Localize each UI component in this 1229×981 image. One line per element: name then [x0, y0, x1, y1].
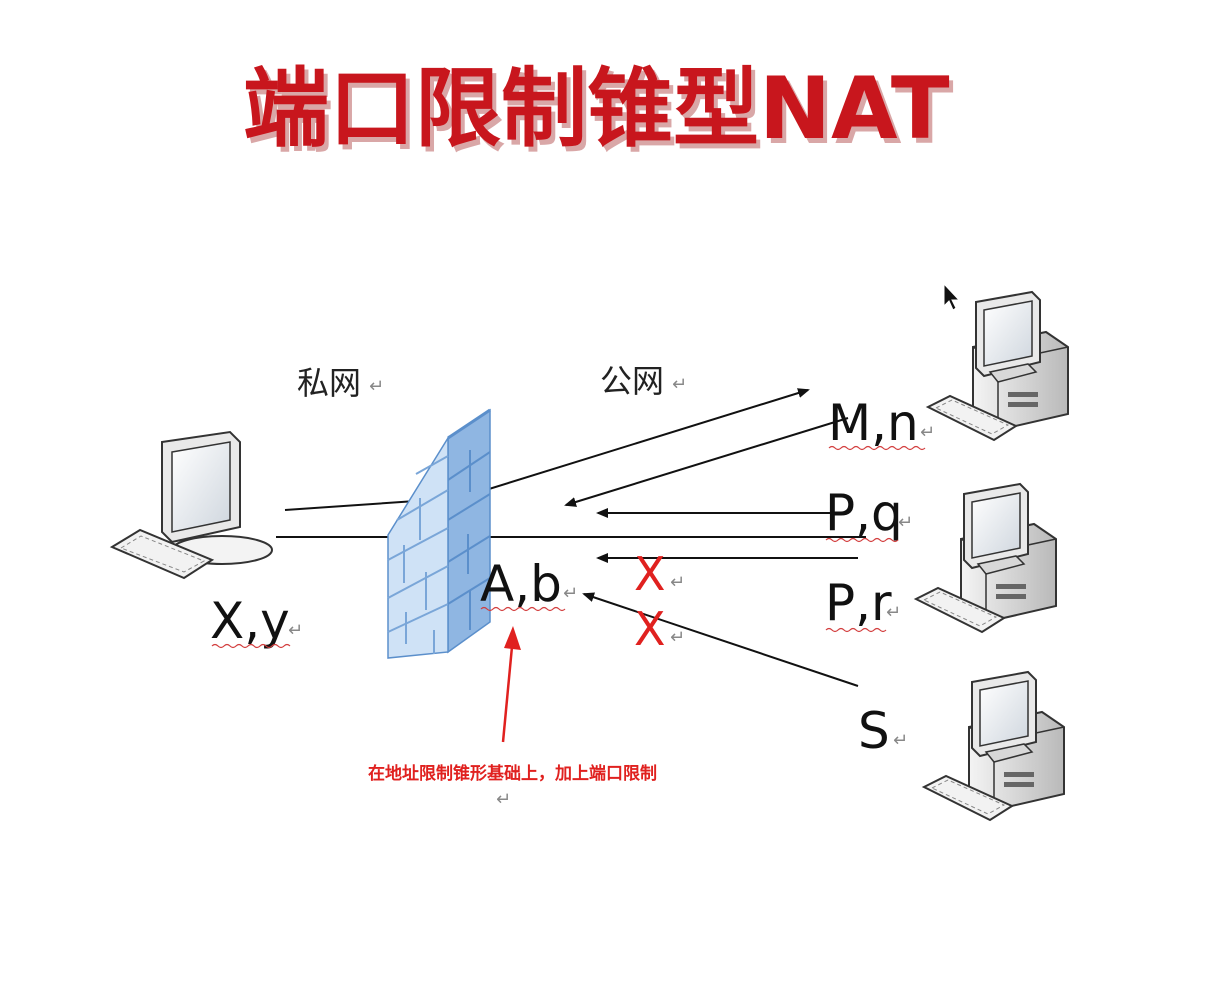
- host-m-computer-icon: [927, 291, 1069, 441]
- spellcheck-underline: [211, 643, 291, 649]
- annotation-arrow-head: [504, 626, 521, 650]
- blocked-mark-s: X: [634, 602, 666, 656]
- paragraph-mark: ↵: [920, 422, 935, 443]
- annotation-arrow: [501, 635, 515, 743]
- private-zone-label-group: 私网 ↵: [297, 364, 384, 402]
- host-m-label-group: M,n ↵: [828, 394, 935, 452]
- private-zone-label: 私网: [297, 364, 361, 402]
- host-s-label: S: [858, 702, 890, 760]
- outbound-arrow-to-m: [284, 388, 810, 511]
- blocked-mark-s-group: X ↵: [634, 602, 685, 656]
- page-title: 端口限制锥型NAT: [243, 59, 950, 159]
- paragraph-mark: ↵: [893, 730, 908, 751]
- blocked-mark-pr-group: X ↵: [634, 547, 685, 601]
- paragraph-mark: ↵: [670, 627, 685, 648]
- annotation-text: 在地址限制锥形基础上，加上端口限制: [368, 763, 657, 784]
- firewall-icon: [387, 408, 491, 659]
- paragraph-mark: ↵: [369, 376, 384, 397]
- paragraph-mark: ↵: [496, 789, 511, 810]
- host-q-label: P,q: [825, 484, 903, 542]
- internal-endpoint-label: X,y: [210, 592, 290, 650]
- paragraph-mark: ↵: [672, 374, 687, 395]
- spellcheck-underline: [825, 627, 887, 633]
- host-s-label-group: S ↵: [858, 702, 908, 760]
- host-m-label: M,n: [828, 394, 919, 452]
- host-r-label-group: P,r ↵: [825, 574, 901, 633]
- public-zone-label-group: 公网 ↵: [600, 362, 687, 400]
- paragraph-mark: ↵: [898, 512, 913, 533]
- nat-endpoint-label-group: A,b ↵: [480, 555, 578, 613]
- host-p-computer-icon: [915, 483, 1057, 633]
- paragraph-mark: ↵: [670, 572, 685, 593]
- host-s-computer-icon: [923, 671, 1065, 821]
- paragraph-mark: ↵: [886, 602, 901, 623]
- mouse-cursor-icon: [943, 282, 961, 311]
- public-zone-label: 公网: [600, 362, 664, 400]
- reply-arrow-from-m: [564, 417, 849, 507]
- host-q-label-group: P,q ↵: [825, 484, 913, 543]
- host-r-label: P,r: [825, 574, 892, 632]
- spellcheck-underline: [480, 606, 566, 612]
- blocked-arrow-from-s: [582, 592, 859, 687]
- paragraph-mark: ↵: [288, 620, 303, 641]
- blocked-mark-pr: X: [634, 547, 666, 601]
- private-host-computer-icon: [111, 431, 273, 579]
- spellcheck-underline: [828, 445, 926, 451]
- connections: [276, 388, 866, 687]
- page-title-shadow: 端口限制锥型NAT: [247, 64, 954, 164]
- paragraph-mark: ↵: [563, 583, 578, 604]
- nat-endpoint-label: A,b: [480, 555, 562, 613]
- internal-endpoint-label-group: X,y ↵: [210, 592, 303, 650]
- spellcheck-underline: [825, 537, 899, 543]
